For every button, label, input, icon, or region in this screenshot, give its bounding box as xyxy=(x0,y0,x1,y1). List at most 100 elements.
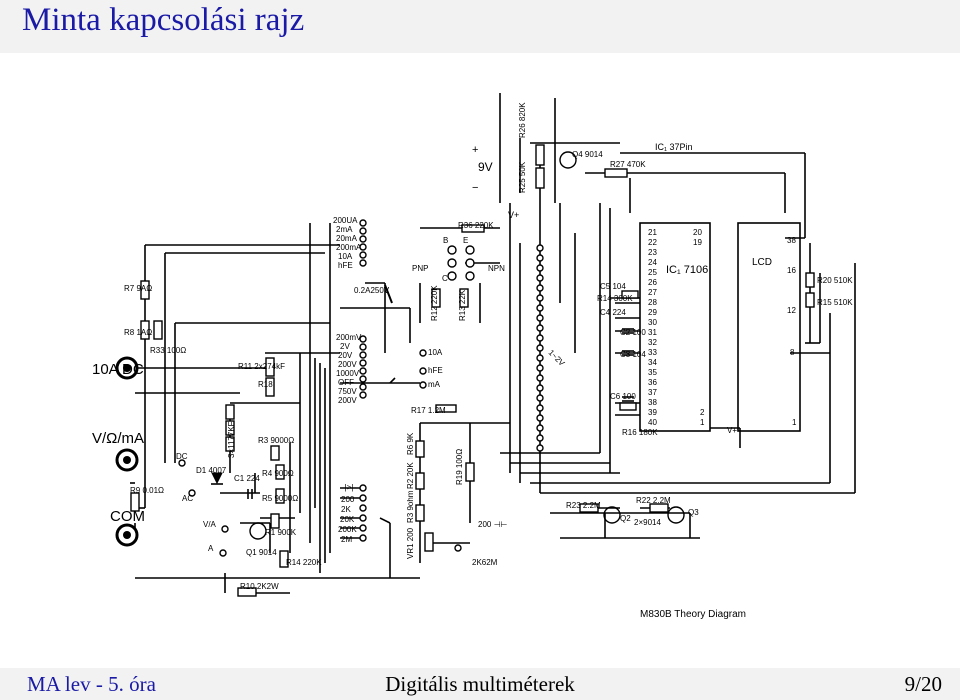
pin-26: 26 xyxy=(648,278,657,287)
c2-label: C2 100 xyxy=(620,328,646,337)
range-10a: 10A xyxy=(338,252,353,261)
r8-label: R8 1AΩ xyxy=(124,328,152,337)
r33-label: R33 100Ω xyxy=(150,346,186,355)
r4-label: R4 900Ω xyxy=(262,469,294,478)
r36-label: R36 220K xyxy=(458,221,494,230)
pin-30: 30 xyxy=(648,318,657,327)
r10-label: R10 2K2W xyxy=(240,582,279,591)
dc-label: DC xyxy=(176,452,188,461)
range-750v: 750V xyxy=(338,387,357,396)
r23-label: R23 2.2M xyxy=(566,501,601,510)
diode-symbol xyxy=(211,472,223,485)
jack-com xyxy=(115,523,139,547)
page-title: Minta kapcsolási rajz xyxy=(22,2,305,38)
r14b-label: R14 300K xyxy=(597,294,633,303)
switch-hfe-label: hFE xyxy=(428,366,443,375)
range-200-ohm: 200 xyxy=(341,495,355,504)
r22-label: R22 2.2M xyxy=(636,496,671,505)
switch-200-label: 200 ⊣⊢ xyxy=(478,520,508,529)
minus-label: − xyxy=(472,182,478,194)
range-200ma: 200mA xyxy=(336,243,362,252)
range-200ua: 200UA xyxy=(333,216,358,225)
terminal-vohm-label: V/Ω/mA xyxy=(92,430,144,447)
ranges-low: 200 2K 20K 200K 2M xyxy=(338,495,357,544)
r19-label: R19 100Ω xyxy=(455,449,464,485)
r9-label: R9 0.01Ω xyxy=(130,486,164,495)
caption: M830B Theory Diagram xyxy=(640,609,746,620)
terminal-10a-label: 10A DC xyxy=(92,361,144,378)
range-200k: 200K xyxy=(338,525,357,534)
pin-23: 23 xyxy=(648,248,657,257)
footer-left: MA lev - 5. óra xyxy=(27,672,156,696)
c4-label: C4 224 xyxy=(600,308,626,317)
va-label: V/A xyxy=(203,520,217,529)
vplus-label: V+ xyxy=(508,210,519,220)
switch-10a-label: 10A xyxy=(428,348,443,357)
r6-label: R6 9K xyxy=(406,432,415,455)
lcd-pins: 38 16 12 8 1 xyxy=(787,236,797,427)
c5-label: C5 104 xyxy=(600,282,626,291)
range-200mv: 200mV xyxy=(336,333,362,342)
pin-36: 36 xyxy=(648,378,657,387)
lcd-pin-16: 16 xyxy=(787,266,796,275)
range-200v-ac: 200V xyxy=(338,396,357,405)
schematic-diagram: M830B Theory Diagram + 9V − IC₁ 37Pin Q4… xyxy=(0,53,960,667)
r18-label: R18 xyxy=(258,380,273,389)
lcd-name: LCD xyxy=(752,257,772,268)
q2-label: Q2 xyxy=(620,514,631,523)
jack-10a xyxy=(115,356,139,380)
footer-center: Digitális multiméterek xyxy=(385,672,575,696)
pin-38: 38 xyxy=(648,398,657,407)
range-200v: 200V xyxy=(338,360,357,369)
pin-35: 35 xyxy=(648,368,657,377)
r16-label: R16 180K xyxy=(622,428,658,437)
c6-label: C6 100 xyxy=(610,392,636,401)
lcd-pin-1: 1 xyxy=(792,418,797,427)
title-bar: Minta kapcsolási rajz xyxy=(0,0,960,53)
r17-label: R17 1.2M xyxy=(411,406,446,415)
r1-label: R1 900K xyxy=(265,528,297,537)
ranges-mid: 200mV 2V 20V 200V 1000V OFF 750V 200V xyxy=(336,333,362,405)
range-2ma: 2mA xyxy=(336,225,353,234)
c1-label: C1 224 xyxy=(234,474,260,483)
lcd-body xyxy=(737,222,801,432)
plus-label: + xyxy=(472,144,478,156)
range-off: OFF xyxy=(338,378,354,387)
switch-ma-label: mA xyxy=(428,380,441,389)
pin-22: 22 xyxy=(648,238,657,247)
lcd-pin-8: 8 xyxy=(790,348,795,357)
socket-b-label: B xyxy=(443,236,448,245)
range-20v: 20V xyxy=(338,351,353,360)
voltage-label: 9V xyxy=(478,160,493,174)
pin-29: 29 xyxy=(648,308,657,317)
q1-label: Q1 9014 xyxy=(246,548,277,557)
terminal-com-label: COM xyxy=(110,508,145,525)
r15-label: R15 510K xyxy=(817,298,853,307)
schematic-svg: M830B Theory Diagram + 9V − IC₁ 37Pin Q4… xyxy=(92,93,856,620)
range-2k: 2K xyxy=(341,505,351,514)
d1-label: D1 4007 xyxy=(196,466,227,475)
pin-39: 39 xyxy=(648,408,657,417)
range-hfe: hFE xyxy=(338,261,353,270)
lcd-pin-38: 38 xyxy=(787,236,796,245)
pin-28: 28 xyxy=(648,298,657,307)
range-20k: 20K xyxy=(340,515,355,524)
pin-37: 37 xyxy=(648,388,657,397)
r5-label: R5 9000Ω xyxy=(262,494,298,503)
r14-label: R14 220K xyxy=(286,558,322,567)
pin-27: 27 xyxy=(648,288,657,297)
r12-label: R12 220K xyxy=(430,285,439,321)
range-20ma: 20mA xyxy=(336,234,358,243)
range-1000v: 1000V xyxy=(336,369,360,378)
ranges-top: 200UA 2mA 20mA 200mA 10A hFE xyxy=(333,216,362,270)
pin-34: 34 xyxy=(648,358,657,367)
ac-label: AC xyxy=(182,494,193,503)
ic-pin-label: IC₁ 37Pin xyxy=(655,142,693,152)
pin-40: 40 xyxy=(648,418,657,427)
pnp-label: PNP xyxy=(412,264,428,273)
pin-1: 1 xyxy=(700,418,705,427)
switch-diode-label: -|>|- xyxy=(342,483,356,492)
pin-21: 21 xyxy=(648,228,657,237)
ic-7106-body xyxy=(639,222,711,432)
r27-label: R27 470K xyxy=(610,160,646,169)
